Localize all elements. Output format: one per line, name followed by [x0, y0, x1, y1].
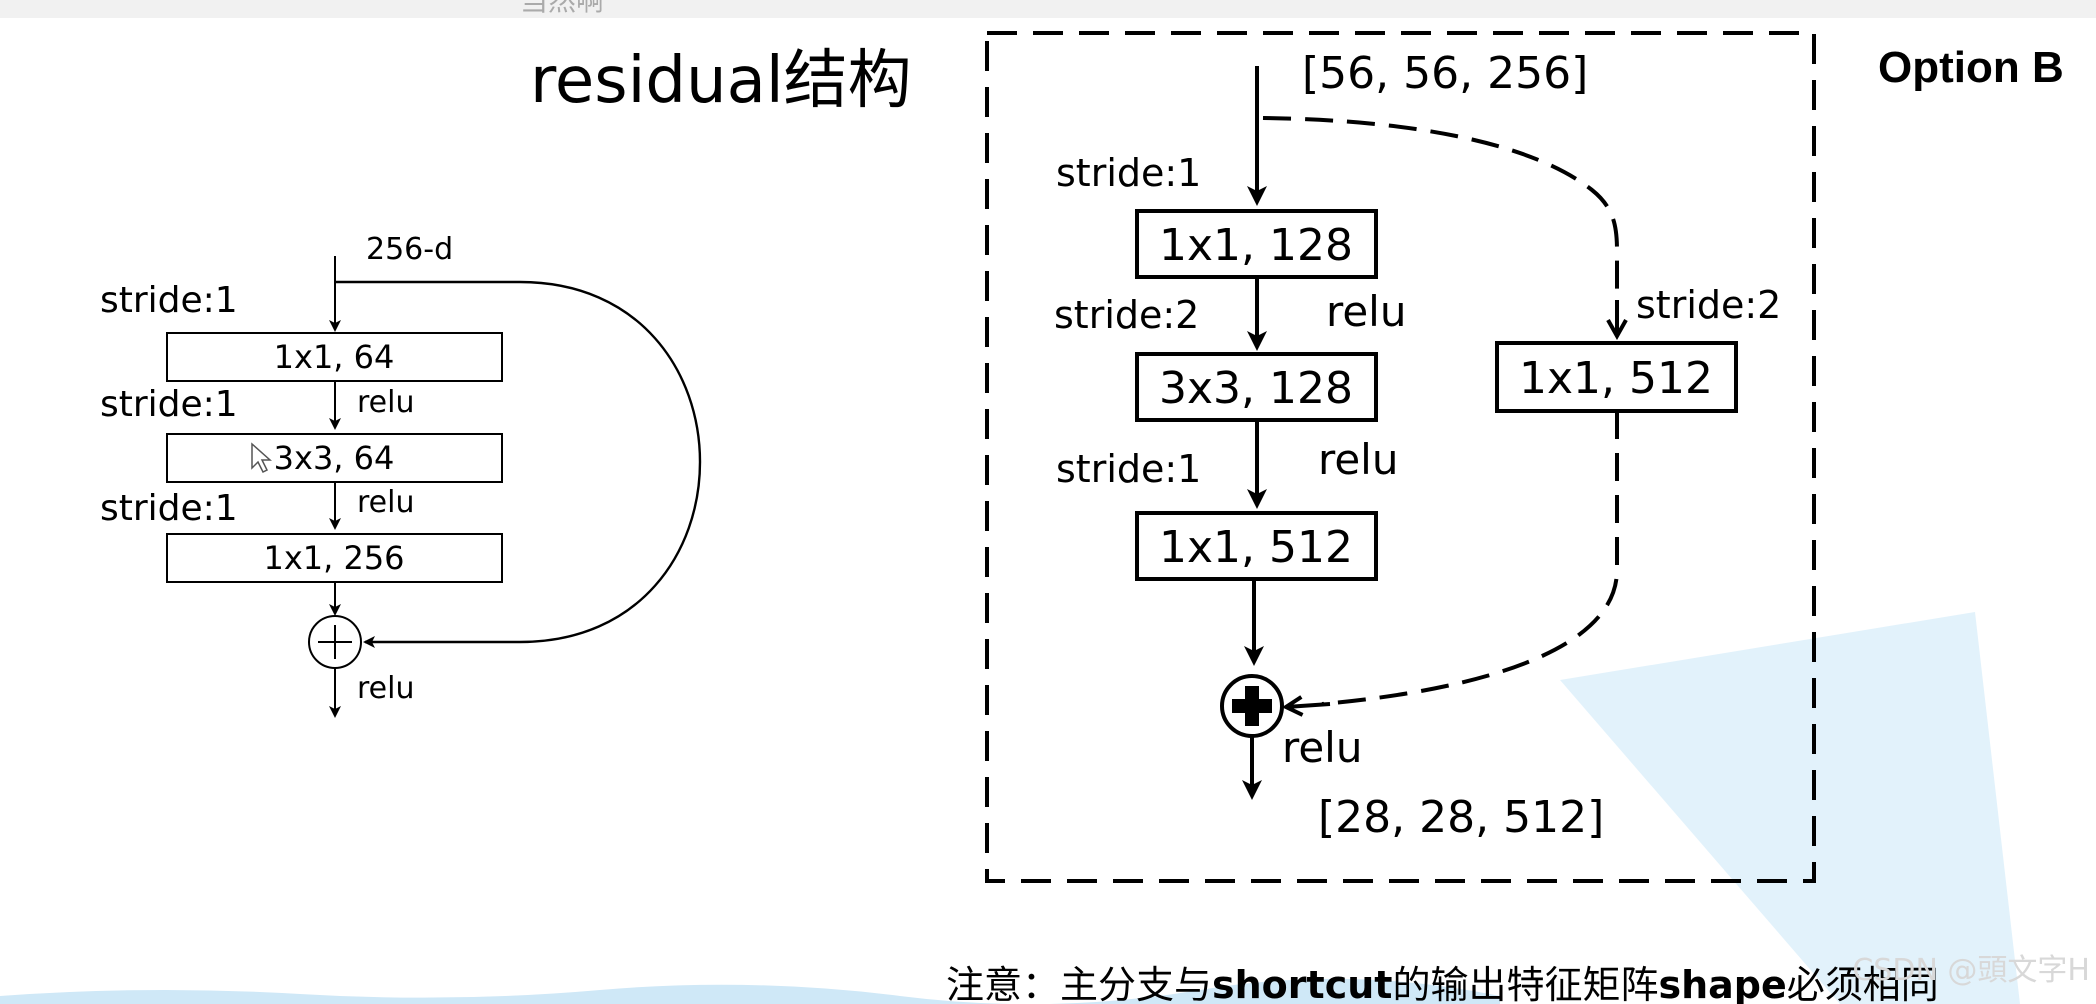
- left-shortcut-curve: [335, 280, 701, 648]
- right-shortcut-merge-arrow: [1286, 704, 1331, 707]
- option-label: Option B: [1878, 43, 2064, 92]
- right-add-plus-v: [1245, 686, 1259, 726]
- decor-wave: [0, 978, 1500, 1004]
- slide-title: residual结构: [530, 44, 912, 118]
- right-stride-3: stride:1: [1056, 447, 1201, 491]
- right-output-shape: [28, 28, 512]: [1318, 792, 1604, 843]
- left-layer-2-label: 3x3, 64: [274, 439, 395, 477]
- right-shortcut-layer-label: 1x1, 512: [1519, 353, 1713, 404]
- left-relu-2: relu: [357, 485, 414, 520]
- note-bold-shape: shape: [1658, 963, 1786, 1004]
- right-layer-3: [1135, 511, 1378, 581]
- right-relu-1: relu: [1326, 287, 1406, 336]
- right-shortcut-layer: [1495, 341, 1738, 413]
- left-layer-1-label: 1x1, 64: [274, 338, 395, 376]
- right-layer-1: [1135, 209, 1378, 279]
- left-stride-3: stride:1: [100, 488, 238, 529]
- left-residual-block: 256-d stride:1 1x1, 64 relu stride:1 3x3…: [100, 232, 701, 718]
- right-layer-2-label: 3x3, 128: [1159, 363, 1353, 414]
- right-residual-block: [56, 56, 256] stride:1 1x1, 128 stride:2…: [985, 31, 1816, 883]
- top-partial-text: 当然啊: [520, 0, 604, 17]
- right-input-shape: [56, 56, 256]: [1302, 48, 1588, 99]
- right-shortcut-stride: stride:2: [1636, 283, 1781, 327]
- right-stride-2: stride:2: [1054, 293, 1199, 337]
- left-input-label: 256-d: [366, 232, 453, 267]
- right-layer-1-label: 1x1, 128: [1159, 220, 1353, 271]
- left-stride-2: stride:1: [100, 384, 238, 425]
- right-shortcut-top: [1262, 116, 1619, 330]
- left-layer-1: [166, 332, 503, 382]
- left-relu-1: relu: [357, 385, 414, 420]
- note-bold-shortcut: shortcut: [1212, 963, 1392, 1004]
- note-middle: 的输出特征矩阵: [1392, 963, 1658, 1004]
- right-relu-2: relu: [1318, 435, 1398, 484]
- csdn-watermark: CSDN @頭文字H: [1852, 953, 2090, 988]
- left-relu-3: relu: [357, 671, 414, 706]
- right-dashed-frame: [985, 31, 1816, 883]
- decor-triangle: [1560, 612, 2020, 1004]
- cursor-icon: [251, 442, 272, 474]
- right-layer-3-label: 1x1, 512: [1159, 522, 1353, 573]
- left-layer-3: [166, 533, 503, 583]
- left-layer-2: [166, 433, 503, 483]
- left-stride-1: stride:1: [100, 280, 238, 321]
- right-relu-3: relu: [1282, 723, 1362, 772]
- note-prefix: 注意：主分支与: [946, 963, 1212, 1004]
- note-suffix: 必须相同: [1787, 963, 1939, 1004]
- top-bar: [0, 0, 2096, 18]
- bottom-note: 注意：主分支与shortcut的输出特征矩阵shape必须相同: [946, 963, 1939, 1004]
- right-shortcut-bottom: [1321, 411, 1619, 706]
- left-layer-3-label: 1x1, 256: [263, 539, 404, 577]
- right-layer-2: [1135, 352, 1378, 422]
- right-stride-1: stride:1: [1056, 151, 1201, 195]
